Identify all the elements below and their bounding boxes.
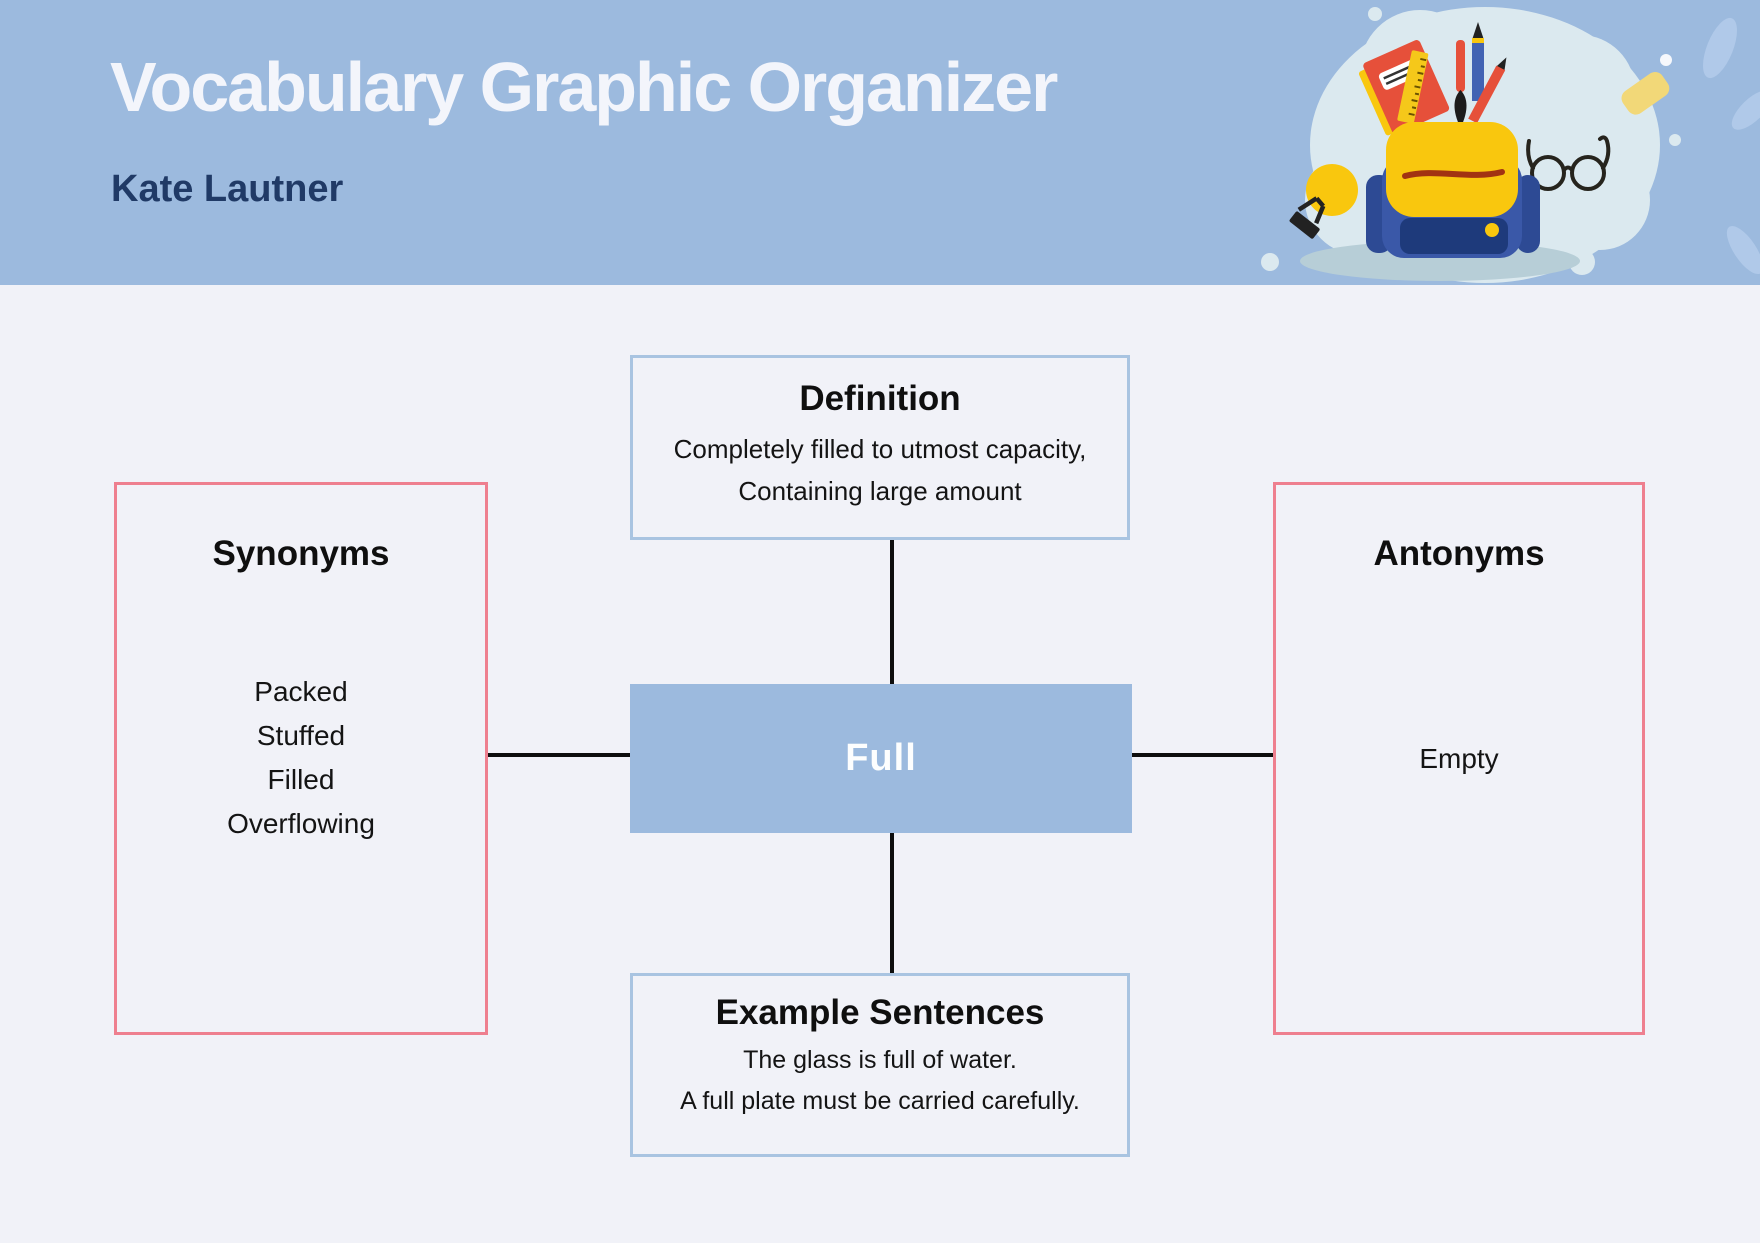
connector-center-to-antonyms bbox=[1132, 753, 1273, 757]
antonyms-box: Antonyms Empty bbox=[1273, 482, 1645, 1035]
glasses-icon bbox=[1526, 135, 1611, 191]
page-title: Vocabulary Graphic Organizer bbox=[110, 48, 1058, 126]
examples-title: Example Sentences bbox=[715, 993, 1045, 1032]
synonym-item: Overflowing bbox=[227, 808, 375, 839]
red-pencil-icon bbox=[1468, 57, 1507, 124]
example-sentence: The glass is full of water. bbox=[743, 1046, 1017, 1074]
ruler-icon bbox=[1397, 50, 1429, 124]
backpack-icon bbox=[1366, 122, 1540, 258]
eraser-icon bbox=[1621, 72, 1670, 115]
connector-definition-to-center bbox=[890, 537, 894, 684]
synonyms-title: Synonyms bbox=[212, 534, 390, 573]
petal-decoration-icon bbox=[1703, 17, 1760, 275]
synonyms-list: Packed Stuffed Filled Overflowing bbox=[117, 670, 485, 846]
synonyms-box: Synonyms Packed Stuffed Filled Overflowi… bbox=[114, 482, 488, 1035]
antonym-item: Empty bbox=[1419, 743, 1499, 774]
connector-center-to-examples bbox=[890, 833, 894, 975]
paintbrush-icon bbox=[1454, 40, 1467, 128]
example-sentences-box: Example Sentences The glass is full of w… bbox=[630, 973, 1130, 1157]
white-dot-decoration bbox=[1660, 54, 1672, 66]
lightbulb-icon bbox=[1289, 164, 1358, 239]
author-name: Kate Lautner bbox=[111, 168, 344, 210]
blue-pencil-icon bbox=[1472, 22, 1484, 101]
header-banner: Vocabulary Graphic Organizer Kate Lautne… bbox=[0, 0, 1760, 285]
connector-synonyms-to-center bbox=[487, 753, 630, 757]
school-supplies-illustration bbox=[1261, 7, 1760, 283]
definition-title: Definition bbox=[799, 379, 961, 418]
center-word-box: Full bbox=[630, 684, 1132, 833]
definition-line: Containing large amount bbox=[738, 476, 1022, 506]
synonym-item: Filled bbox=[267, 764, 335, 795]
antonyms-title: Antonyms bbox=[1373, 534, 1545, 573]
antonyms-list: Empty bbox=[1276, 737, 1642, 781]
definition-line: Completely filled to utmost capacity, bbox=[673, 434, 1087, 464]
center-word: Full bbox=[845, 737, 917, 779]
synonym-item: Stuffed bbox=[256, 720, 346, 751]
example-sentence: A full plate must be carried carefully. bbox=[680, 1087, 1080, 1115]
definition-box: Definition Completely filled to utmost c… bbox=[630, 355, 1130, 540]
synonym-item: Packed bbox=[254, 676, 348, 707]
